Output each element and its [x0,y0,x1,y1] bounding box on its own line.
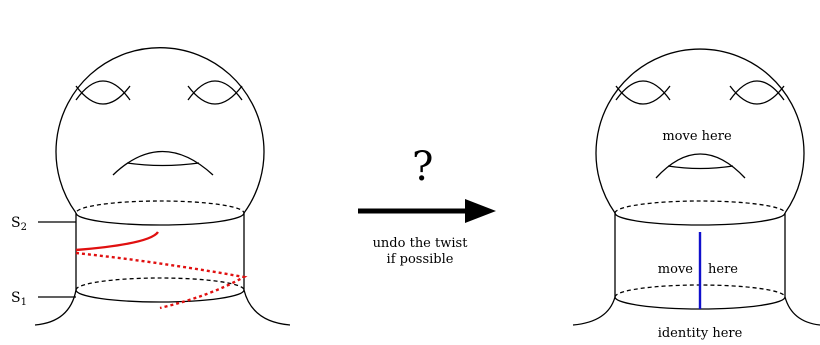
left-figure [34,47,291,326]
right-mouth [655,153,746,179]
right-top-front [614,212,786,226]
left-mouth [112,150,214,176]
right-top-back [614,200,786,214]
caption-line-1: undo the twist [373,236,469,251]
middle-transition: ? undo the twist if possible [358,144,496,267]
label-move-here-head: move here [662,129,732,144]
left-eye-left-lid [75,85,131,105]
label-s2: S2 [11,215,27,233]
left-shoulder-right [243,289,291,326]
left-eyes [75,80,243,105]
left-s2-front [75,212,245,226]
label-s1: S1 [11,290,27,308]
left-shoulder-left [34,289,77,326]
right-shoulder-right [784,296,820,326]
right-shoulder-left [572,296,616,326]
twist-dotted-segment [75,251,248,310]
left-eye-left [75,80,131,101]
label-here-neck: here [708,262,738,277]
right-head-circle [595,48,805,214]
left-s1-front [75,289,245,303]
label-move-neck: move [658,262,693,277]
left-s1-back [75,277,245,291]
label-identity-here: identity here [658,326,743,341]
left-head-circle [55,47,265,214]
left-eye-right-lid [187,85,243,105]
left-eye-right [187,80,243,101]
caption-line-2: if possible [387,252,454,267]
left-labels: S2 S1 [11,215,27,308]
twist-curve [75,231,248,310]
right-labels: move here move here identity here [658,129,743,341]
right-figure [572,48,820,326]
twist-solid-segment [75,231,159,252]
question-mark: ? [412,144,433,190]
right-eyes [615,80,785,105]
arrow-head-icon [465,199,496,223]
